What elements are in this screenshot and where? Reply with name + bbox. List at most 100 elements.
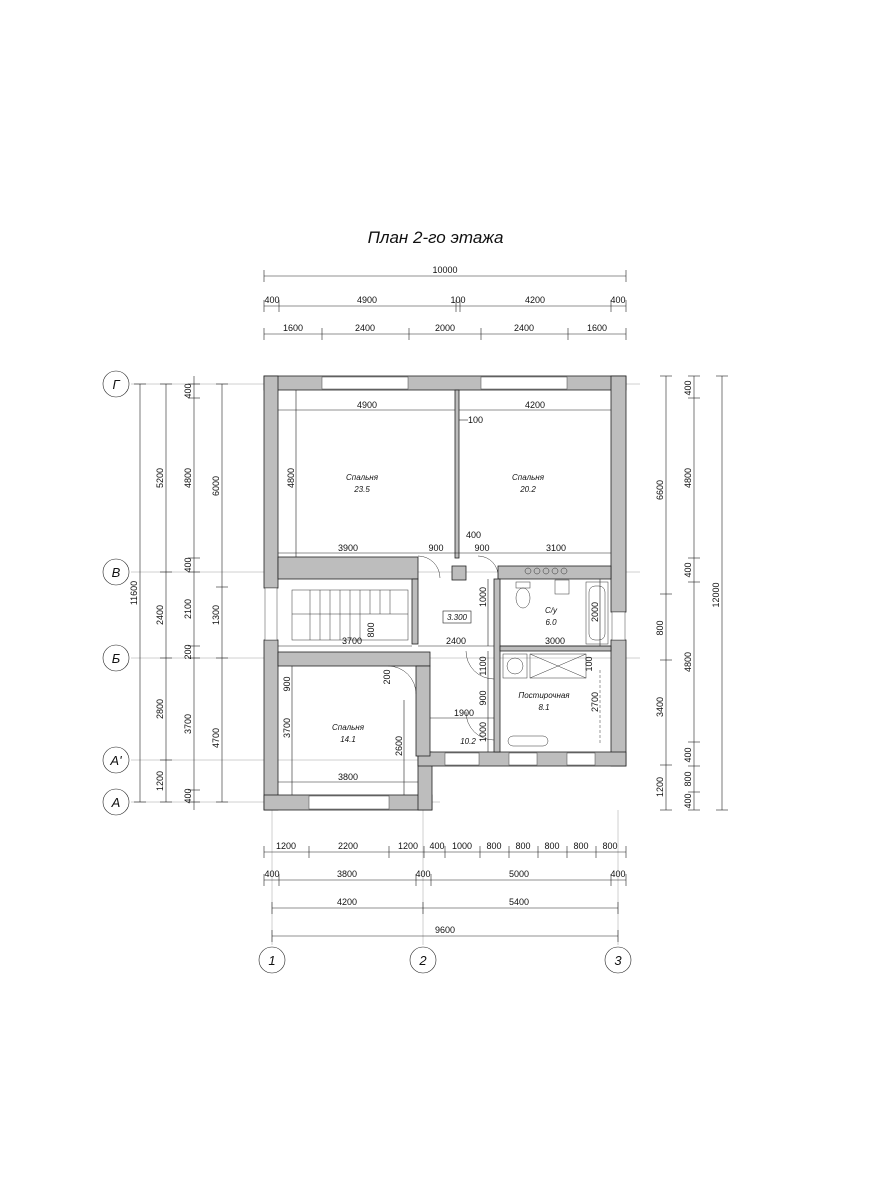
wc-width-dim: 3000 <box>545 636 565 646</box>
inner-dimensions: 4900 4200 100 4800 3900 900 900 3100 400… <box>278 390 611 795</box>
left-col3-dim-4: 200 <box>183 644 193 659</box>
bottom-row1-dim-9: 800 <box>602 841 617 851</box>
right-col1-dim-1: 800 <box>655 620 665 635</box>
bottom-row1-dim-8: 800 <box>573 841 588 851</box>
axis-label-a: А <box>111 795 121 810</box>
hall-1900-dim: 1900 <box>454 708 474 718</box>
laundry-1000-dim: 1000 <box>478 722 488 742</box>
bottom-overall-dim: 9600 <box>435 925 455 935</box>
bottom-row3-dim-1: 5400 <box>509 897 529 907</box>
bedroom1-name: Спальня <box>346 473 379 482</box>
left-col3-dim-5: 3700 <box>183 714 193 734</box>
right-col1-dim-3: 1200 <box>655 777 665 797</box>
left-col3-dim-1: 4800 <box>183 468 193 488</box>
bed3-2600-dim: 2600 <box>394 736 404 756</box>
right-dimension-chains: 6600 800 3400 1200 400 4800 400 4800 400… <box>655 375 728 811</box>
left-dimension-chains: 11600 5200 2400 2800 1200 400 4800 400 2… <box>129 376 228 810</box>
top-overall-dim: 10000 <box>432 265 457 275</box>
axis-label-b: Б <box>112 651 121 666</box>
wc-2000-dim: 2000 <box>590 602 600 622</box>
top-row2-dim-1: 4900 <box>357 295 377 305</box>
bed-bottom-dim-1: 900 <box>428 543 443 553</box>
level-mark: 3.300 <box>447 613 468 622</box>
top-row2-dim-0: 400 <box>264 295 279 305</box>
top-row3-dim-2: 2000 <box>435 323 455 333</box>
bedroom1-area: 23.5 <box>353 485 370 494</box>
door-swings <box>387 555 499 741</box>
partition-dim: 100 <box>468 415 483 425</box>
staircase <box>291 589 409 641</box>
bottom-row1-dim-1: 2200 <box>338 841 358 851</box>
right-col2-dim-4: 400 <box>683 747 693 762</box>
top-row3-dim-3: 2400 <box>514 323 534 333</box>
bottom-row1-dim-2: 1200 <box>398 841 418 851</box>
bed-bottom-dim-2: 900 <box>474 543 489 553</box>
bottom-row2-dim-3: 5000 <box>509 869 529 879</box>
left-col4-dim-1: 1300 <box>211 605 221 625</box>
bottom-row2-dim-4: 400 <box>610 869 625 879</box>
left-col4-dim-0: 6000 <box>211 476 221 496</box>
laundry-900-dim: 900 <box>478 690 488 705</box>
bottom-row1-dim-7: 800 <box>544 841 559 851</box>
laundry-1100-dim: 1100 <box>478 656 488 675</box>
bottom-row3-dim-0: 4200 <box>337 897 357 907</box>
hall-area: 10.2 <box>460 737 476 746</box>
top-row2-dim-4: 400 <box>610 295 625 305</box>
bottom-row2-dim-1: 3800 <box>337 869 357 879</box>
left-overall-dim: 11600 <box>129 581 139 605</box>
bottom-row1-dim-4: 1000 <box>452 841 472 851</box>
right-col2-dim-5: 800 <box>683 771 693 786</box>
column-size-dim: 400 <box>466 530 481 540</box>
right-col2-dim-3: 4800 <box>683 652 693 672</box>
right-col2-dim-2: 400 <box>683 562 693 577</box>
top-row2-dim-2: 100 <box>450 295 465 305</box>
top-dimension-chains: 10000 400 4900 100 4200 400 1600 2400 20… <box>263 265 627 340</box>
wc-area: 6.0 <box>545 618 557 627</box>
left-col3-dim-0: 400 <box>183 383 193 398</box>
axis-label-2: 2 <box>418 953 427 968</box>
bed3-200-dim: 200 <box>382 669 392 684</box>
top-row3-dim-4: 1600 <box>587 323 607 333</box>
bed-bottom-dim-0: 3900 <box>338 543 358 553</box>
left-col3-dim-3: 2100 <box>183 599 193 619</box>
axis-label-3: 3 <box>614 953 622 968</box>
bottom-row1-dim-3: 400 <box>429 841 444 851</box>
bed1-width-dim: 4900 <box>357 400 377 410</box>
top-row3-dim-1: 2400 <box>355 323 375 333</box>
bottom-row1-dim-6: 800 <box>515 841 530 851</box>
axis-label-g: Г <box>112 377 120 392</box>
left-col3-dim-2: 400 <box>183 557 193 572</box>
left-col2-dim-0: 5200 <box>155 468 165 488</box>
bed3-900-dim: 900 <box>282 676 292 691</box>
wc-name: С/у <box>545 606 558 615</box>
wc-fixtures <box>515 567 609 645</box>
top-row3-dim-0: 1600 <box>283 323 303 333</box>
bedroom3-area: 14.1 <box>340 735 356 744</box>
laundry-fixtures <box>502 653 601 747</box>
walls <box>263 375 627 811</box>
left-col3-dim-6: 400 <box>183 788 193 803</box>
room-labels: Спальня 23.5 Спальня 20.2 Спальня 14.1 С… <box>332 473 570 746</box>
right-col2-dim-1: 4800 <box>683 468 693 488</box>
bottom-dimension-chains: 1200 2200 1200 400 1000 800 800 800 800 … <box>263 841 627 942</box>
bed-bottom-dim-3: 3100 <box>546 543 566 553</box>
left-col4-dim-2: 4700 <box>211 728 221 748</box>
bedroom2-area: 20.2 <box>519 485 536 494</box>
bedroom2-name: Спальня <box>512 473 545 482</box>
axis-label-a-prime: А' <box>109 753 122 768</box>
right-col2-dim-0: 400 <box>683 380 693 395</box>
bedroom3-name: Спальня <box>332 723 365 732</box>
bottom-row2-dim-2: 400 <box>415 869 430 879</box>
windows <box>264 376 626 810</box>
axis-label-1: 1 <box>268 953 275 968</box>
bottom-row1-dim-0: 1200 <box>276 841 296 851</box>
axis-label-v: В <box>112 565 121 580</box>
bottom-row1-dim-5: 800 <box>486 841 501 851</box>
laundry-name: Постирочная <box>518 691 570 700</box>
right-col1-dim-0: 6600 <box>655 480 665 500</box>
laundry-100-dim: 100 <box>584 656 594 671</box>
left-col2-dim-1: 2400 <box>155 605 165 625</box>
top-row2-dim-3: 4200 <box>525 295 545 305</box>
hall-width-dim: 2400 <box>446 636 466 646</box>
